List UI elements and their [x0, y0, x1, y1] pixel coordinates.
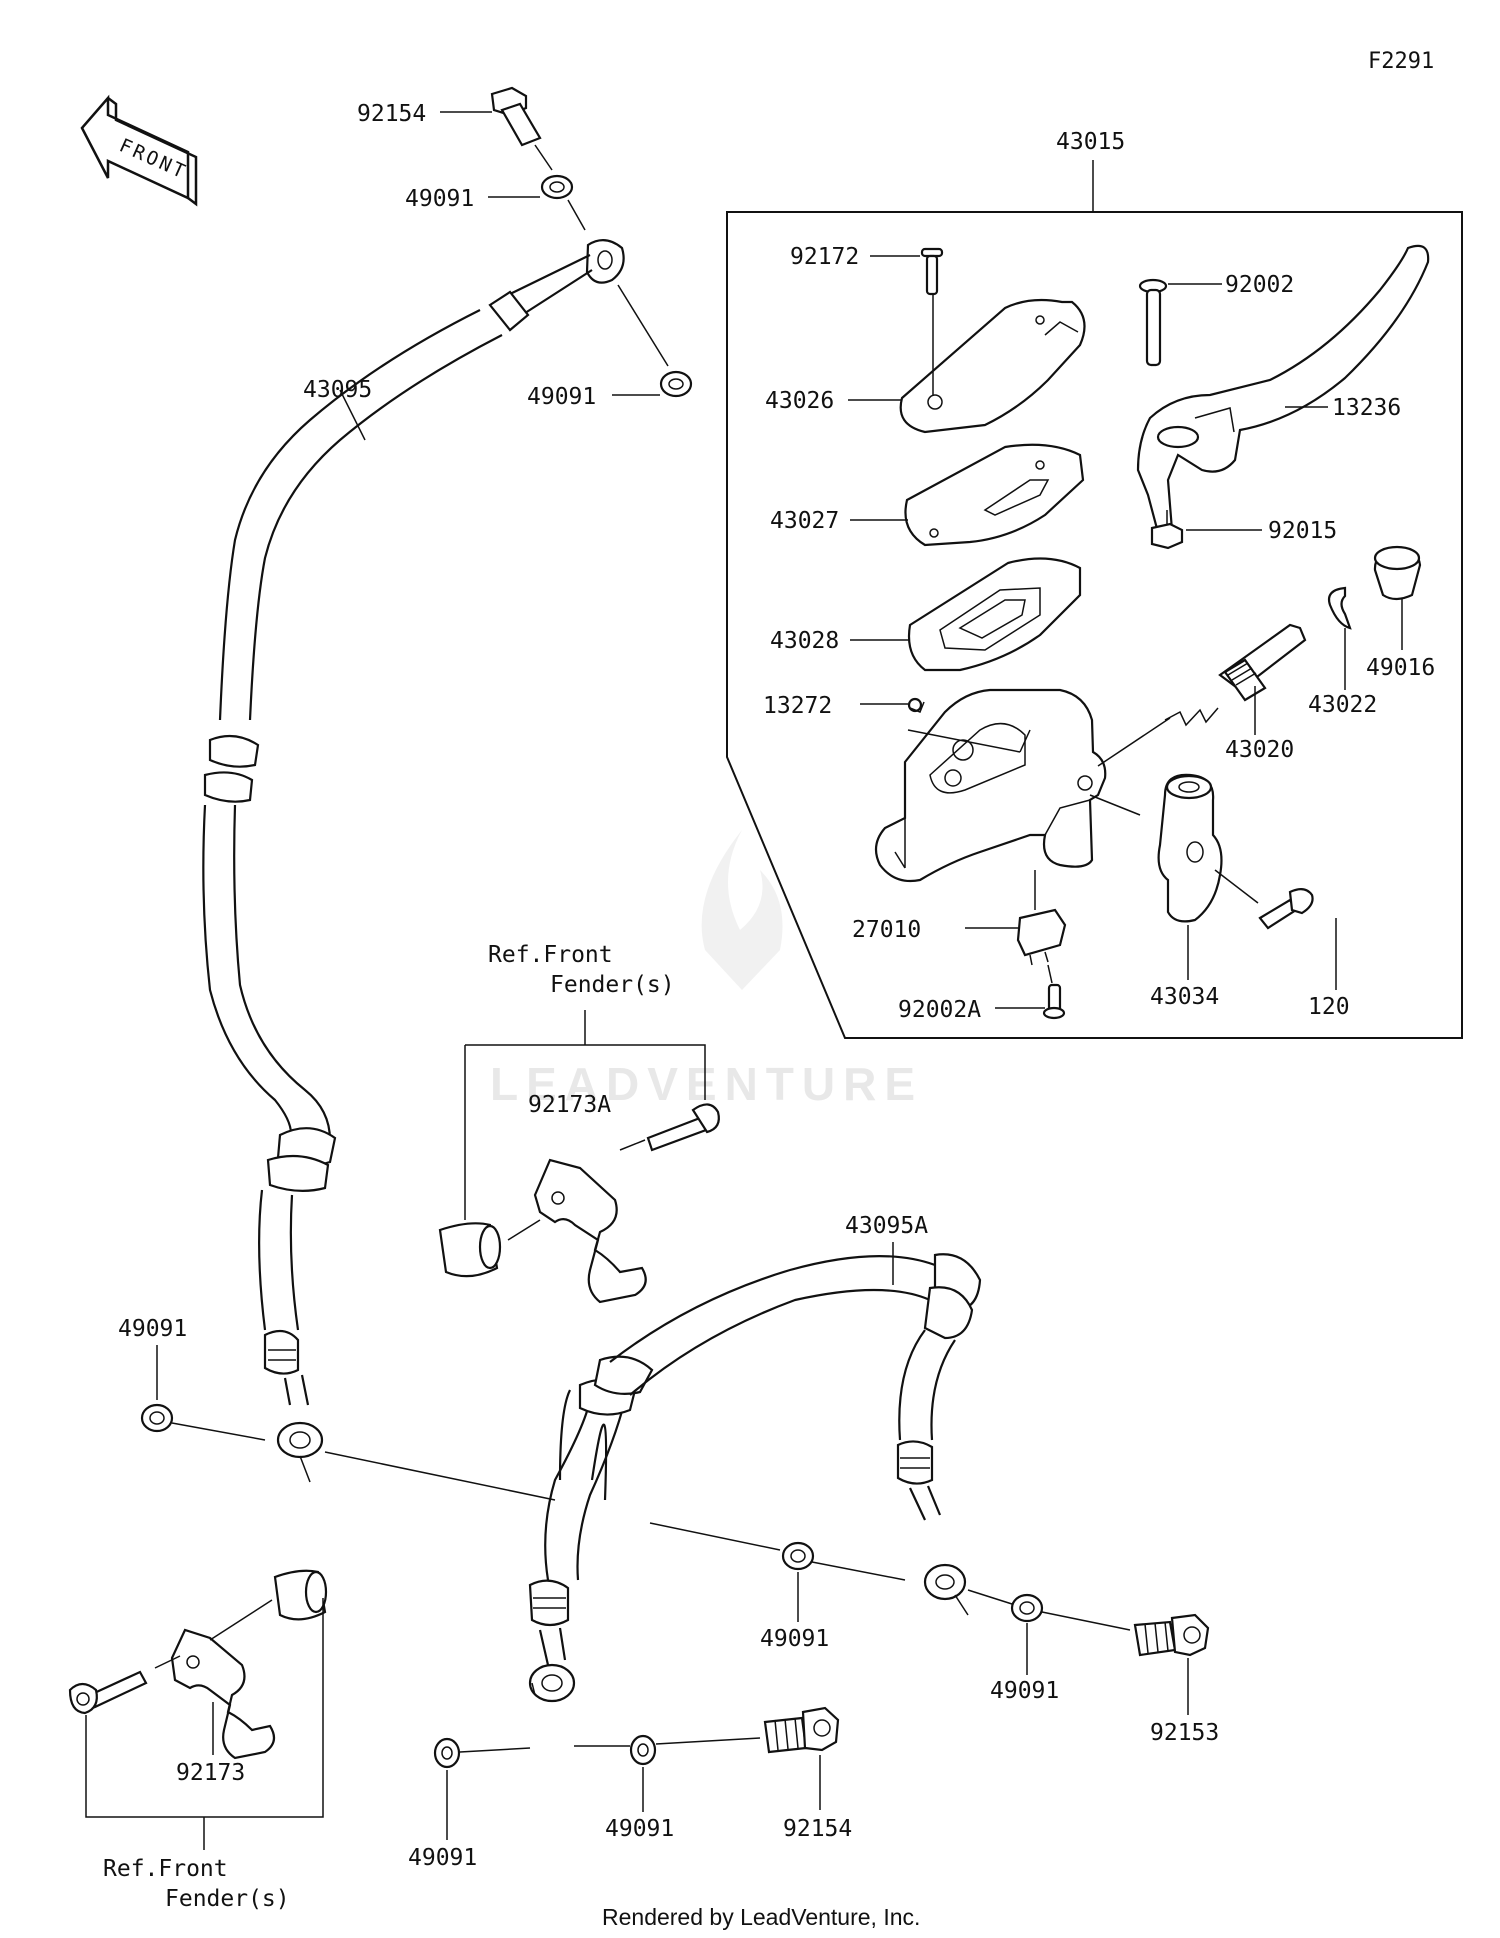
label-43034: 43034	[1150, 984, 1219, 1010]
label-49091-top1: 49091	[405, 186, 474, 212]
ref-label-top-line1: Ref.Front	[488, 942, 613, 968]
label-13236: 13236	[1332, 395, 1401, 421]
bracket-92173: 92173 Ref.Front Fender(s)	[68, 1569, 328, 1912]
clamp-43034: 43034	[1150, 773, 1223, 1010]
label-92002A: 92002A	[898, 997, 981, 1023]
pin-92002: 92002	[1138, 272, 1294, 367]
label-49091-bottom-left: 49091	[408, 1845, 477, 1871]
label-43022: 43022	[1308, 692, 1377, 718]
washer-49091-right: 49091	[967, 1589, 1131, 1704]
label-92002: 92002	[1225, 272, 1294, 298]
washer-49091-top2: 49091	[527, 284, 693, 410]
label-49091-right: 49091	[990, 1678, 1059, 1704]
washer-49091-top1: 49091	[405, 174, 586, 231]
bolt-120: 120	[1214, 869, 1350, 1020]
circlip-43022: 43022	[1308, 586, 1377, 718]
banjo-bolt-92154-top: 92154	[357, 86, 553, 171]
label-92173A: 92173A	[528, 1092, 611, 1118]
diaphragm-plate-43027: 43027	[770, 443, 1085, 547]
label-49016: 49016	[1366, 655, 1435, 681]
washer-49091-mid: 49091	[760, 1541, 906, 1652]
banjo-bolt-92154-bottom: 92154	[763, 1706, 852, 1842]
washer-49091-left: 49091	[118, 1316, 781, 1551]
label-43095: 43095	[303, 377, 372, 403]
reservoir-cap-43026: 43026	[765, 294, 1086, 434]
nut-92015: 92015	[1150, 510, 1337, 550]
label-49091-bottom-mid: 49091	[605, 1816, 674, 1842]
label-49091-mid: 49091	[760, 1626, 829, 1652]
front-arrow-icon: FRONT	[80, 94, 198, 207]
label-92153: 92153	[1150, 1720, 1219, 1746]
screw-92002A: 92002A	[898, 964, 1066, 1023]
label-43026: 43026	[765, 388, 834, 414]
banjo-bolt-92153: 92153	[1133, 1613, 1219, 1746]
brake-lever-13236: 13236	[1136, 244, 1430, 542]
label-92173: 92173	[176, 1760, 245, 1786]
figure-code: F2291	[1368, 49, 1434, 74]
label-43020: 43020	[1225, 737, 1294, 763]
label-43027: 43027	[770, 508, 839, 534]
watermark: LEADVENTURE	[490, 830, 923, 1110]
label-13272: 13272	[763, 693, 832, 719]
watermark-text: LEADVENTURE	[490, 1058, 923, 1110]
ref-label-bottom-line1: Ref.Front	[103, 1856, 228, 1882]
label-92154-top: 92154	[357, 101, 426, 127]
brake-hose-43095: 43095	[202, 239, 625, 1483]
washer-49091-bottom-mid: 49091	[574, 1734, 761, 1842]
brake-hose-43095A: 43095A	[528, 1213, 982, 1703]
label-49091-top2: 49091	[527, 384, 596, 410]
label-27010: 27010	[852, 917, 921, 943]
washer-49091-bottom-left: 49091	[408, 1737, 531, 1871]
assembly-box-43015: 43015	[726, 129, 1463, 1039]
bracket-92173A: Ref.Front Fender(s) 92173A	[438, 942, 720, 1304]
label-43015: 43015	[1056, 129, 1125, 155]
label-43095A: 43095A	[845, 1213, 928, 1239]
label-49091-left: 49091	[118, 1316, 187, 1342]
label-43028: 43028	[770, 628, 839, 654]
ref-label-top-line2: Fender(s)	[550, 972, 675, 998]
label-92154-bottom: 92154	[783, 1816, 852, 1842]
bleeder-13272: 13272	[763, 693, 925, 719]
diaphragm-43028: 43028	[770, 557, 1082, 672]
ref-label-bottom-line2: Fender(s)	[165, 1886, 290, 1912]
brake-switch-27010: 27010	[852, 870, 1067, 966]
master-cylinder-body	[874, 688, 1171, 883]
label-120: 120	[1308, 994, 1350, 1020]
screw-92172: 92172	[790, 244, 944, 296]
label-92015: 92015	[1268, 518, 1337, 544]
label-92172: 92172	[790, 244, 859, 270]
footer-credit: Rendered by LeadVenture, Inc.	[602, 1904, 920, 1930]
boot-49016: 49016	[1366, 545, 1435, 681]
piston-kit-43020: 43020	[1164, 623, 1307, 763]
